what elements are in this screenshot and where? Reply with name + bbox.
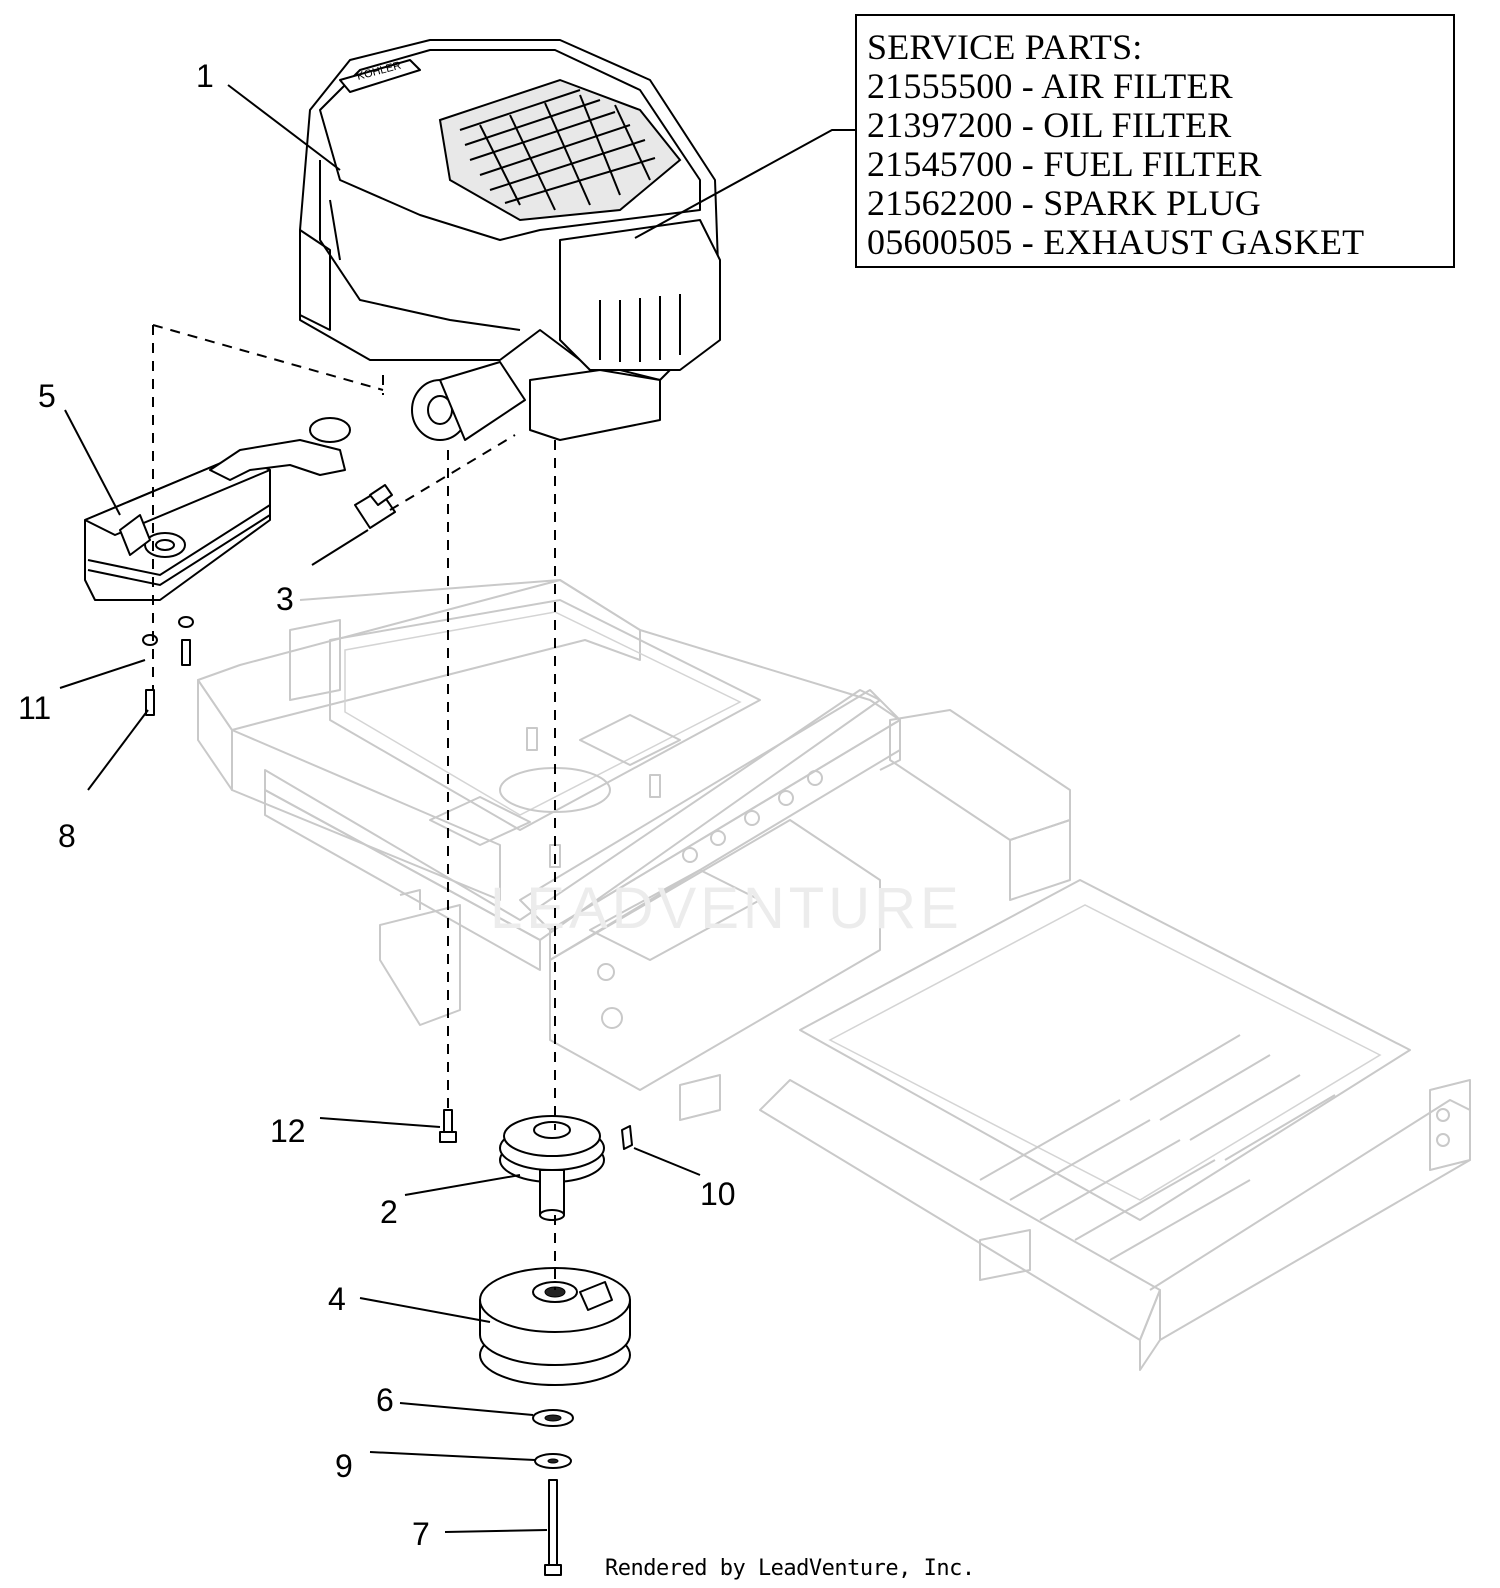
engine-assembly: KOHLER: [299, 39, 721, 441]
callout-7: 7: [412, 1516, 430, 1552]
bolt-7: [544, 1479, 562, 1576]
service-part-exhaust-gasket: 05600505 - EXHAUST GASKET: [867, 222, 1365, 262]
service-part-fuel-filter: 21545700 - FUEL FILTER: [867, 144, 1262, 184]
leader-lines: [59, 84, 855, 1533]
callout-5: 5: [38, 378, 56, 414]
service-parts-heading: SERVICE PARTS:: [867, 27, 1143, 67]
service-parts-box: SERVICE PARTS: 21555500 - AIR FILTER 213…: [855, 14, 1455, 268]
callout-10: 10: [700, 1176, 736, 1212]
chassis-frame: [197, 579, 1471, 1371]
callout-1: 1: [196, 58, 214, 94]
render-credit: Rendered by LeadVenture, Inc.: [605, 1556, 975, 1581]
service-part-spark-plug: 21562200 - SPARK PLUG: [867, 183, 1261, 223]
callout-12: 12: [270, 1113, 306, 1149]
assembly-lines: [152, 324, 556, 1290]
muffler-hardware: [142, 616, 194, 716]
pto-clutch: [479, 1267, 631, 1386]
callout-8: 8: [58, 818, 76, 854]
key: [621, 1125, 633, 1150]
callout-3: 3: [276, 581, 294, 617]
washer-hole: [547, 1458, 559, 1464]
pulley: [499, 1115, 605, 1221]
watermark-text: LEADVENTURE: [490, 876, 963, 941]
callout-4: 4: [328, 1281, 346, 1317]
callout-2: 2: [380, 1194, 398, 1230]
muffler: [84, 417, 351, 601]
service-part-air-filter: 21555500 - AIR FILTER: [867, 66, 1233, 106]
callout-9: 9: [335, 1448, 353, 1484]
callout-6: 6: [376, 1382, 394, 1418]
callout-11: 11: [18, 690, 52, 726]
fuel-filter: [354, 484, 396, 529]
bolt-12: [439, 1109, 457, 1143]
service-part-oil-filter: 21397200 - OIL FILTER: [867, 105, 1232, 145]
spacer-hole: [544, 1414, 562, 1422]
